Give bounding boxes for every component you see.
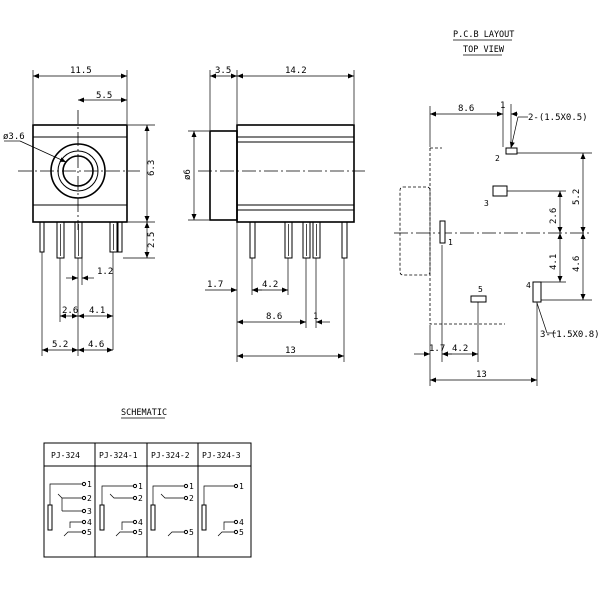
front-view: 11.5 5.5 ø3.6 6.3 2.5 1.2 2.6 4.1 [3,66,157,356]
front-pin-c [74,221,83,259]
dim-front-b2: 4.6 [88,340,104,350]
pcb-dim-v2: 2.6 [549,208,559,224]
front-pin-d [109,221,118,253]
pcb-pin-5: 5 [478,285,483,294]
pcb-pin-1: 1 [448,238,453,247]
schematic-header-2: PJ-324-1 [99,451,138,460]
svg-text:5: 5 [189,528,194,537]
svg-text:2: 2 [189,494,194,503]
pcb-dim-pad1-size: 2-(1.5X0.5) [528,113,588,123]
dim-side-total: 13 [285,346,296,356]
schematic-cell-pj324-3: 1 4 5 [201,482,244,537]
dim-front-pin-len: 2.5 [147,232,157,248]
side-pin-4 [312,221,321,259]
svg-text:3: 3 [87,507,92,516]
dim-side-off: 1.7 [207,280,223,290]
pcb-pad-1 [439,220,446,244]
pcb-dim-v4: 4.6 [572,256,582,272]
pcb-subtitle: TOP VIEW [463,45,505,55]
dim-side-p2: 8.6 [266,312,282,322]
svg-text:2: 2 [138,494,143,503]
dim-side-dia: ø6 [183,169,193,180]
schematic-title: SCHEMATIC [121,408,167,418]
pcb-pad-4 [532,281,542,303]
svg-text:4: 4 [138,518,143,527]
svg-text:5: 5 [138,528,143,537]
svg-text:1: 1 [138,482,143,491]
dim-side-p3: 1 [313,312,318,322]
dim-front-hole: ø3.6 [3,132,25,142]
dim-front-b1: 5.2 [52,340,68,350]
svg-text:4: 4 [239,518,244,527]
side-pin-5 [341,221,348,259]
pcb-outline [429,148,505,325]
svg-text:4: 4 [87,518,92,527]
svg-text:5: 5 [239,528,244,537]
side-body [236,124,355,223]
pcb-pin-3: 3 [484,199,489,208]
svg-text:5: 5 [87,528,92,537]
dim-side-front: 3.5 [215,66,231,76]
pcb-dim-pad2-size: 3-(1.5X0.8) [540,330,600,340]
schematic-header-4: PJ-324-3 [202,451,241,460]
pcb-pad-3 [492,185,508,197]
dim-front-pin-w: 1.2 [97,267,113,277]
svg-text:1: 1 [189,482,194,491]
schematic-cell-pj324-2: 1 2 5 [150,482,194,537]
front-pin-b [56,221,65,259]
schematic-header-1: PJ-324 [51,451,80,460]
pcb-nose-outline [399,186,431,276]
pcb-dim-x1: 8.6 [458,104,474,114]
side-nose [209,130,238,221]
dim-front-height: 6.3 [147,160,157,176]
pcb-dim-pad-top: 1 [500,101,505,111]
pcb-dim-v3: 4.1 [549,254,559,270]
pcb-dim-v1: 5.2 [572,189,582,205]
schematic-cell-pj324: 1 2 3 4 5 [47,480,92,537]
svg-text:2: 2 [87,494,92,503]
pcb-pad-5 [470,295,487,303]
pcb-title: P.C.B LAYOUT [453,30,514,40]
schematic-cell-pj324-1: 1 2 4 5 [99,482,143,537]
front-body-outline [32,124,128,223]
side-pin-2 [284,221,293,259]
schematic-header-3: PJ-324-2 [151,451,190,460]
pcb-dim-total: 13 [476,370,487,380]
dim-front-p2: 4.1 [89,306,105,316]
side-pin-1 [249,221,256,259]
pcb-layout: P.C.B LAYOUT TOP VIEW 1 2 3 4 5 8.6 1 [394,30,600,386]
pcb-dim-h2: 4.2 [452,344,468,354]
schematic: SCHEMATIC PJ-324 PJ-324-1 PJ-324-2 PJ-32… [43,408,252,558]
svg-text:1: 1 [239,482,244,491]
side-pin-3 [302,221,311,259]
pcb-pin-4: 4 [526,281,531,290]
dim-side-body: 14.2 [285,66,307,76]
pcb-pad-2 [505,147,518,155]
dim-front-offset: 5.5 [96,91,112,101]
pcb-dim-h1: 1.7 [429,344,445,354]
front-pin-a [39,221,45,253]
dim-side-p1: 4.2 [262,280,278,290]
side-view: 3.5 14.2 ø6 1.7 4.2 8.6 1 13 [183,66,365,362]
dim-front-width: 11.5 [70,66,92,76]
dim-front-p1: 2.6 [62,306,78,316]
pcb-pin-2: 2 [495,154,500,163]
svg-text:1: 1 [87,480,92,489]
